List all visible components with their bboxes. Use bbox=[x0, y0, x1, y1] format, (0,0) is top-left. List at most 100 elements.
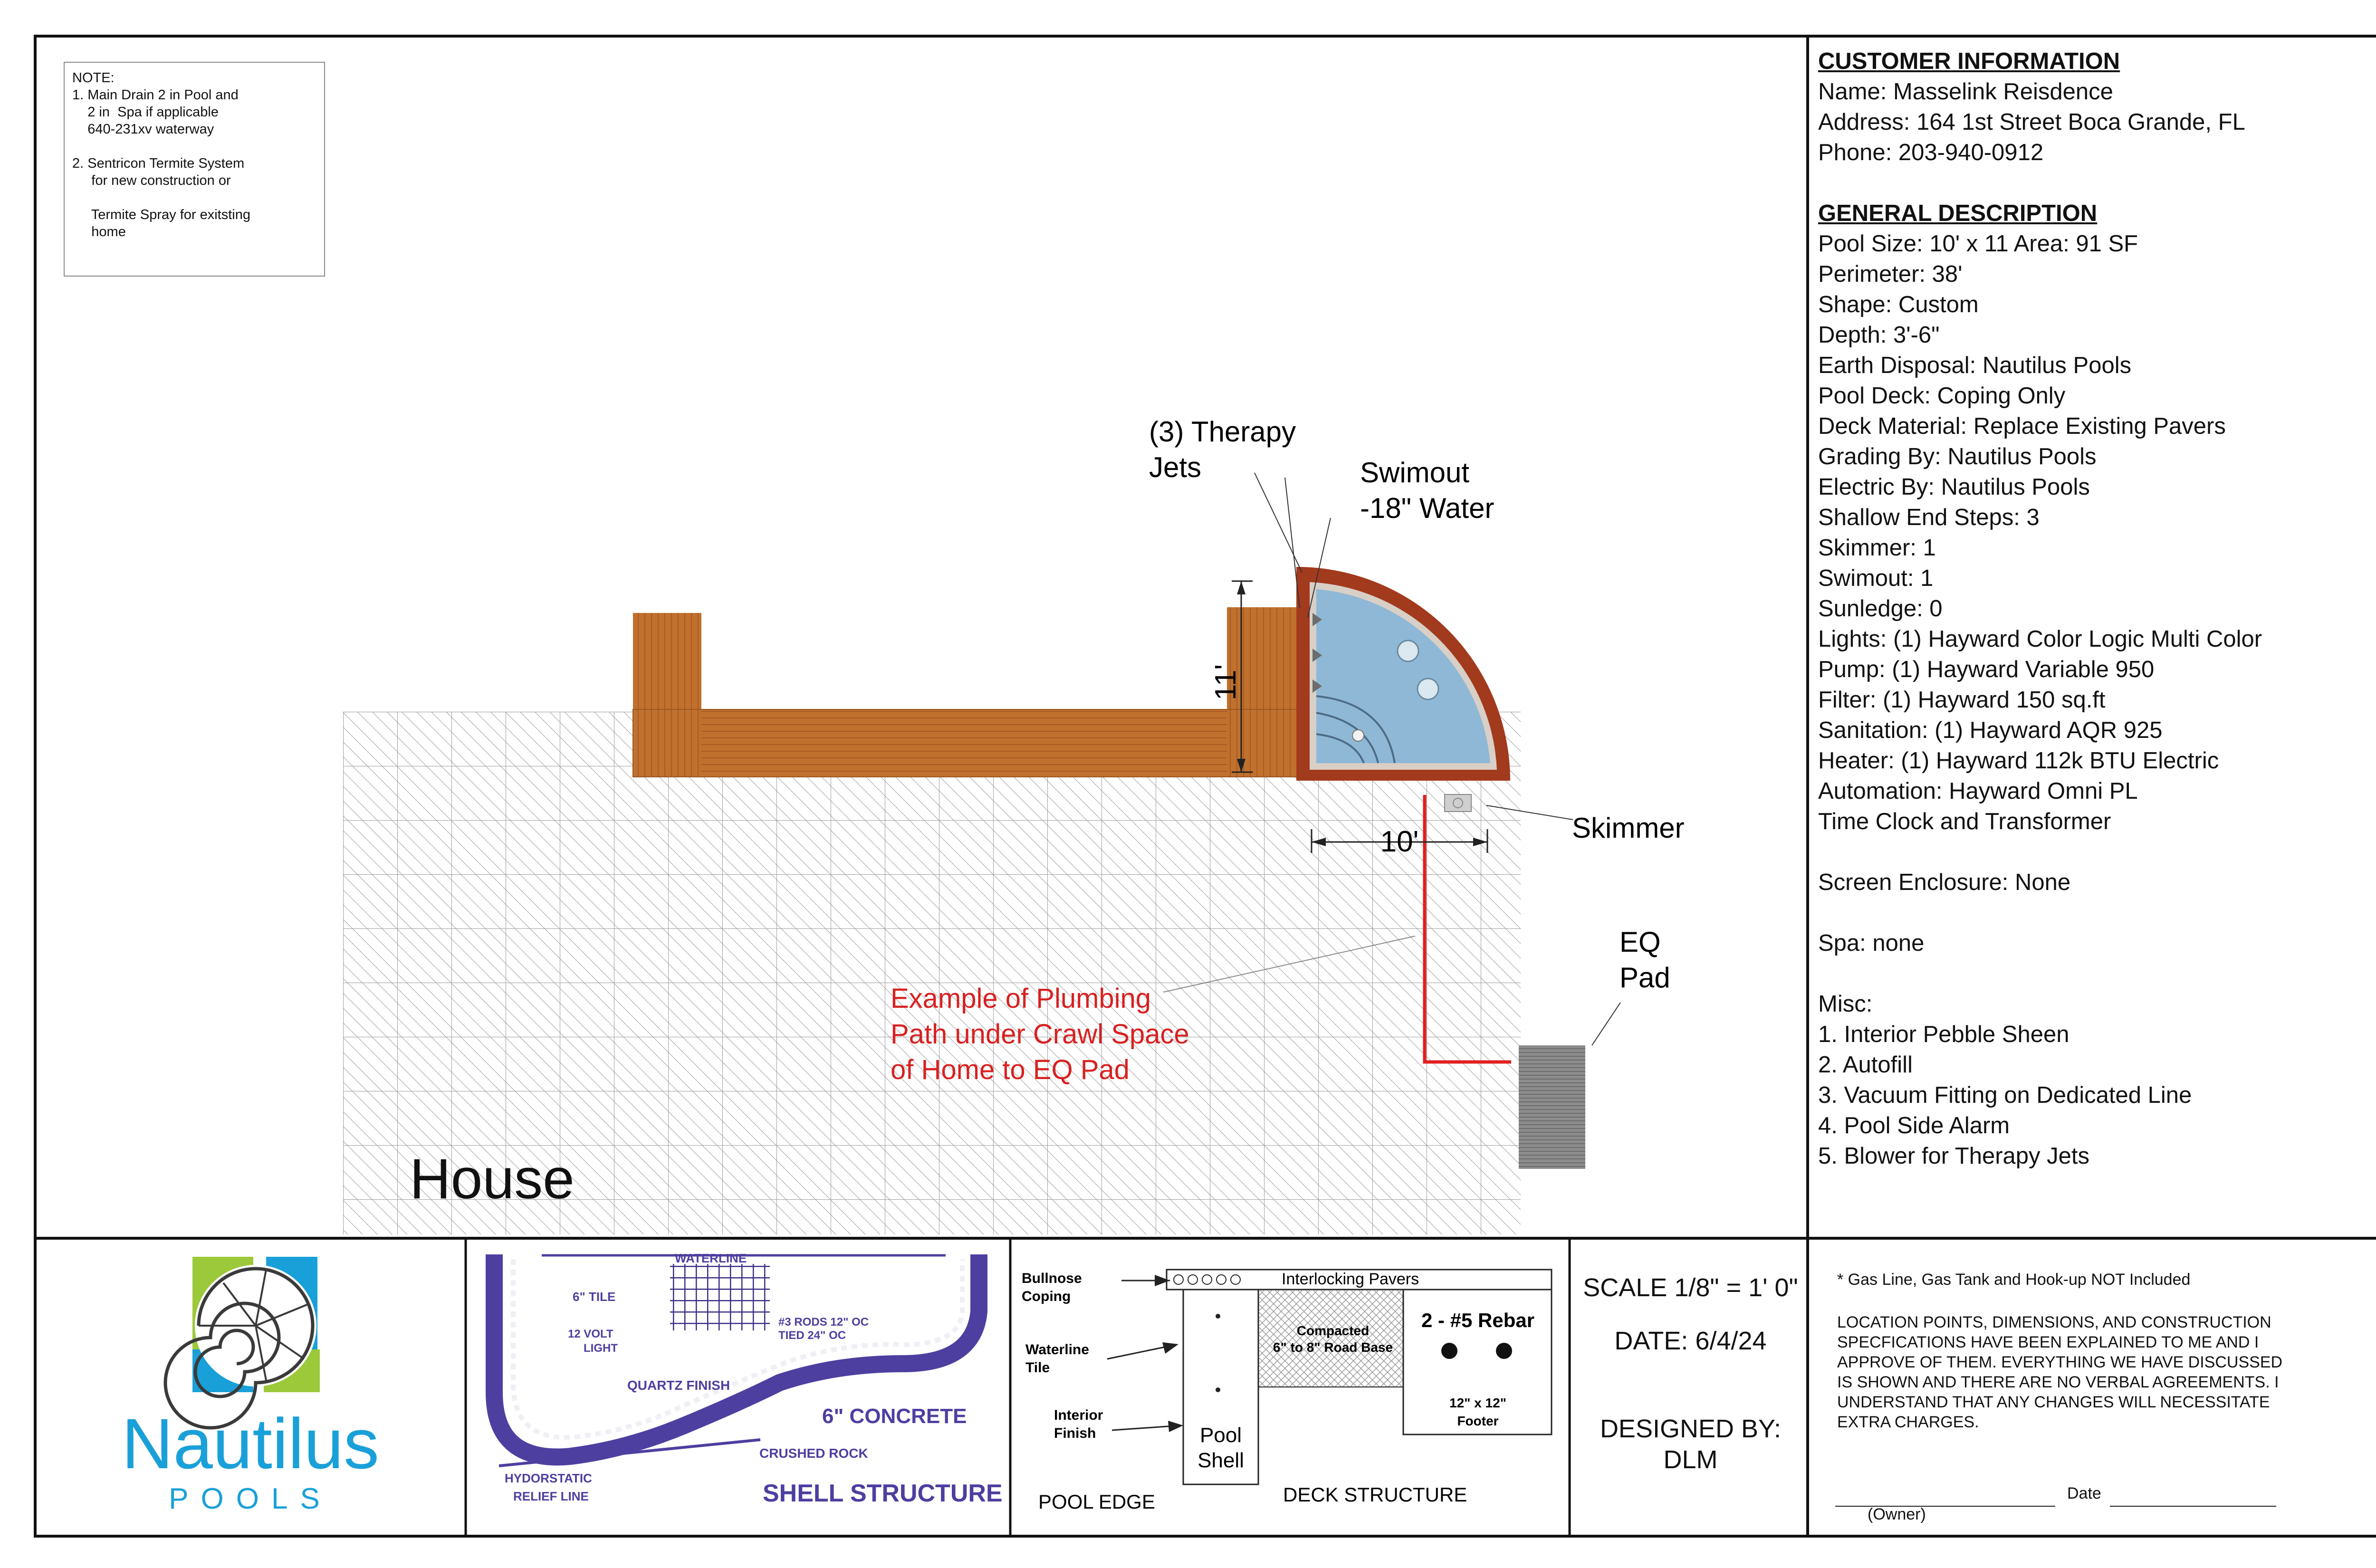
screen-enclosure: Screen Enclosure: None bbox=[1818, 870, 2071, 895]
deck-rebar: 2 - #5 Rebar bbox=[1421, 1309, 1534, 1331]
designed-by-label: DESIGNED BY: bbox=[1600, 1415, 1782, 1443]
shell-relief-1: HYDORSTATIC bbox=[505, 1471, 592, 1485]
spec-line: Pool Deck: Coping Only bbox=[1818, 383, 2066, 409]
deck-structure-diagram: Bullnose Coping Waterline Tile Interior … bbox=[1022, 1269, 1552, 1513]
spec-line: Depth: 3'-6" bbox=[1818, 322, 1940, 348]
misc-line: 5. Blower for Therapy Jets bbox=[1818, 1143, 2090, 1169]
customer-heading: CUSTOMER INFORMATION bbox=[1818, 48, 2120, 74]
customer-phone: Phone: 203-940-0912 bbox=[1818, 140, 2044, 165]
outer-frame bbox=[34, 35, 2376, 1538]
spa: Spa: none bbox=[1818, 930, 1925, 956]
plumbing-note-line3: of Home to EQ Pad bbox=[891, 1054, 1130, 1085]
spec-line: Swimout: 1 bbox=[1818, 565, 1934, 591]
shell-relief-2: RELIEF LINE bbox=[513, 1489, 589, 1503]
house-label: House bbox=[410, 1147, 575, 1211]
deck-bullnose-1: Bullnose bbox=[1022, 1271, 1082, 1286]
therapy-jets-label-line1: (3) Therapy bbox=[1149, 416, 1296, 448]
gas-note: * Gas Line, Gas Tank and Hook-up NOT Inc… bbox=[1837, 1271, 2191, 1289]
spec-line: Time Clock and Transformer bbox=[1818, 809, 2111, 834]
spec-line: Automation: Hayward Omni PL bbox=[1818, 778, 2138, 804]
note-line: Termite Spray for exitsting bbox=[72, 207, 250, 222]
deck-interior-finish-1: Interior bbox=[1054, 1407, 1103, 1423]
customer-name: Name: Masselink Reisdence bbox=[1818, 79, 2113, 105]
deck-interior-finish-2: Finish bbox=[1054, 1425, 1096, 1441]
general-heading: GENERAL DESCRIPTION bbox=[1818, 201, 2098, 226]
spec-line: Pump: (1) Hayward Variable 950 bbox=[1818, 657, 2155, 682]
shell-waterline: WATERLINE bbox=[675, 1251, 747, 1265]
plumbing-note-line1: Example of Plumbing bbox=[891, 983, 1151, 1014]
skimmer-label: Skimmer bbox=[1572, 812, 1685, 844]
swimout-label-line2: -18" Water bbox=[1360, 492, 1494, 524]
note-line bbox=[72, 189, 316, 206]
deck-pool-edge: POOL EDGE bbox=[1038, 1491, 1155, 1513]
spec-line: Sanitation: (1) Hayward AQR 925 bbox=[1818, 717, 2163, 743]
spec-line: Shape: Custom bbox=[1818, 292, 1979, 317]
deck-waterline-tile-1: Waterline bbox=[1025, 1342, 1089, 1358]
spec-line: Pool Size: 10' x 11 Area: 91 SF bbox=[1818, 231, 2138, 257]
signature-owner-label: (Owner) bbox=[1868, 1505, 1926, 1523]
spec-line: Grading By: Nautilus Pools bbox=[1818, 444, 2097, 469]
pool-shape bbox=[1296, 567, 1510, 812]
spec-line: Perimeter: 38' bbox=[1818, 261, 1963, 287]
shell-light-2: LIGHT bbox=[584, 1342, 618, 1355]
deck-road-base-1: Compacted bbox=[1297, 1323, 1369, 1338]
signature-date-label: Date bbox=[2067, 1484, 2101, 1502]
shell-tile: 6" TILE bbox=[573, 1290, 615, 1304]
spec-line: Sunledge: 0 bbox=[1818, 596, 1943, 621]
shell-quartz: QUARTZ FINISH bbox=[627, 1378, 730, 1393]
note-line: for new construction or bbox=[72, 173, 231, 188]
designed-by-value: DLM bbox=[1663, 1445, 1718, 1474]
logo-name: Nautilus bbox=[122, 1404, 379, 1483]
deck-pool-shell-2: Shell bbox=[1198, 1449, 1244, 1472]
plumbing-note-line2: Path under Crawl Space bbox=[891, 1019, 1189, 1050]
spec-panel: CUSTOMER INFORMATION Name: Masselink Rei… bbox=[1818, 46, 2376, 1171]
therapy-jets-label-line2: Jets bbox=[1149, 451, 1201, 483]
shell-rock: CRUSHED ROCK bbox=[759, 1446, 868, 1461]
shell-structure-diagram: WATERLINE 6" TILE 12 VOLT LIGHT #3 RODS … bbox=[486, 1251, 1003, 1507]
note-line bbox=[72, 138, 316, 155]
eq-pad-label-line2: Pad bbox=[1619, 962, 1670, 994]
deck-waterline-tile-2: Tile bbox=[1025, 1360, 1050, 1376]
eq-pad bbox=[1519, 1045, 1585, 1169]
spec-line: Lights: (1) Hayward Color Logic Multi Co… bbox=[1818, 626, 2262, 652]
plumbing-path bbox=[1423, 795, 1511, 1064]
spec-line: Deck Material: Replace Existing Pavers bbox=[1818, 413, 2226, 439]
terms-block: * Gas Line, Gas Tank and Hook-up NOT Inc… bbox=[1837, 1270, 2376, 1432]
shell-rods-2: TIED 24" OC bbox=[778, 1329, 846, 1342]
note-line: 2. Sentricon Termite System bbox=[72, 156, 245, 171]
agreement-line: SPECFICATIONS HAVE BEEN EXPLAINED TO ME … bbox=[1837, 1333, 2259, 1351]
agreement-line: IS SHOWN AND THERE ARE NO VERBAL AGREEME… bbox=[1837, 1373, 2279, 1391]
customer-address: Address: 164 1st Street Boca Grande, FL bbox=[1818, 109, 2245, 135]
deck-bullnose-2: Coping bbox=[1022, 1289, 1071, 1304]
spec-line: Filter: (1) Hayward 150 sq.ft bbox=[1818, 687, 2106, 713]
dim-width-label: 11' bbox=[1209, 664, 1242, 700]
date-label: DATE: 6/4/24 bbox=[1614, 1327, 1767, 1355]
deck-road-base-2: 6" to 8" Road Base bbox=[1273, 1340, 1393, 1355]
agreement-line: EXTRA CHARGES. bbox=[1837, 1413, 1979, 1431]
dim-length-label: 10' bbox=[1380, 825, 1419, 858]
note-line: 1. Main Drain 2 in Pool and bbox=[72, 87, 239, 103]
note-line: 2 in Spa if applicable bbox=[72, 105, 219, 120]
spec-line: Heater: (1) Hayward 112k BTU Electric bbox=[1818, 748, 2219, 774]
misc-line: 2. Autofill bbox=[1818, 1052, 1913, 1078]
nautilus-logo: Nautilus POOLS bbox=[122, 1257, 379, 1515]
shell-title: SHELL STRUCTURE bbox=[763, 1480, 1003, 1507]
misc-line: 4. Pool Side Alarm bbox=[1818, 1113, 2010, 1138]
spec-line: Shallow End Steps: 3 bbox=[1818, 505, 2040, 530]
shell-light-1: 12 VOLT bbox=[568, 1328, 613, 1340]
deck-pavers: Interlocking Pavers bbox=[1282, 1270, 1419, 1288]
deck-footer-1: 12" x 12" bbox=[1449, 1396, 1506, 1410]
misc-heading: Misc: bbox=[1818, 991, 1873, 1017]
note-line: NOTE: bbox=[72, 70, 115, 86]
agreement-line: APPROVE OF THEM. EVERYTHING WE HAVE DISC… bbox=[1837, 1353, 2283, 1371]
spec-line: Skimmer: 1 bbox=[1818, 535, 1936, 561]
scale-label: SCALE 1/8" = 1' 0" bbox=[1583, 1273, 1798, 1302]
note-line: 640-231xv waterway bbox=[72, 122, 214, 137]
house-area bbox=[343, 712, 1521, 1234]
logo-sub: POOLS bbox=[169, 1482, 332, 1515]
note-line: home bbox=[72, 224, 126, 239]
deck-footer-2: Footer bbox=[1457, 1414, 1498, 1428]
shell-rods-1: #3 RODS 12" OC bbox=[778, 1316, 869, 1329]
misc-line: 3. Vacuum Fitting on Dedicated Line bbox=[1818, 1082, 2192, 1108]
wood-deck bbox=[632, 607, 1299, 777]
